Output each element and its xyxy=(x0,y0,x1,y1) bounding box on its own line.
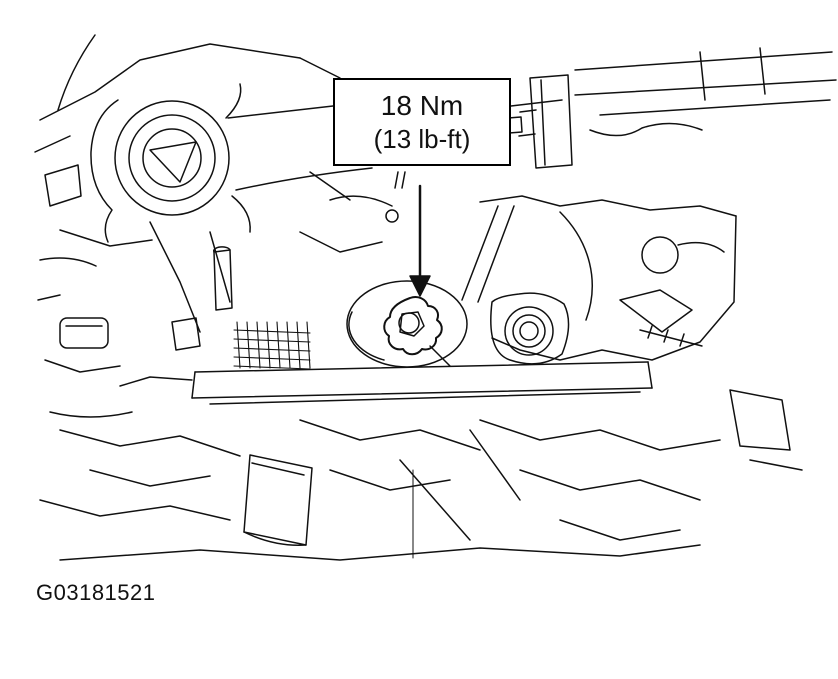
crossmember xyxy=(119,361,653,405)
port-icon xyxy=(490,292,570,365)
torque-callout: 18 Nm (13 lb-ft) xyxy=(333,78,511,166)
torque-bolt-icon xyxy=(346,280,468,368)
bracket-box-icon xyxy=(243,454,313,546)
figure-id-label: G03181521 xyxy=(36,580,156,605)
hatch-grid xyxy=(233,321,311,370)
torque-value-lbft: (13 lb-ft) xyxy=(373,124,471,155)
mount-boss-icon xyxy=(90,83,251,243)
torque-value-nm: 18 Nm xyxy=(380,90,464,122)
callout-arrow-icon xyxy=(394,171,431,297)
